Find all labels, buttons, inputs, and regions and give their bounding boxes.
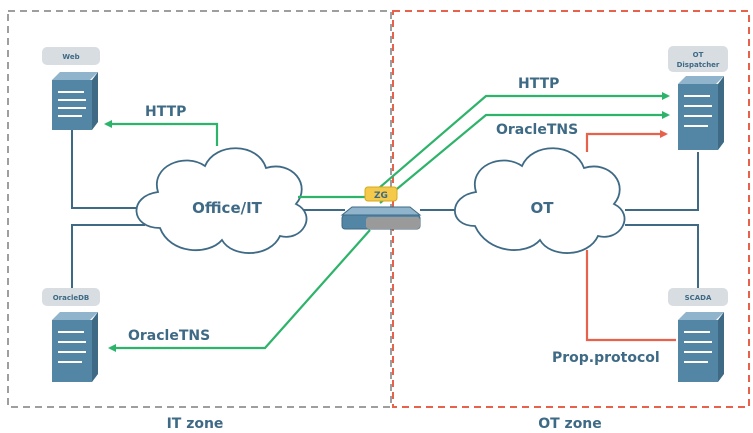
web-server: Web xyxy=(42,47,100,130)
ot-zone-label: OT zone xyxy=(538,416,602,432)
zone-gateway: ZG xyxy=(340,186,422,230)
proprietary-flows xyxy=(585,130,676,342)
ot-zone-border xyxy=(392,10,750,408)
web-server-label: Web xyxy=(62,53,79,61)
scada-server-label: SCADA xyxy=(685,294,712,302)
ot-dispatcher-server: OT Dispatcher xyxy=(668,46,728,150)
oracletns-it-label: OracleTNS xyxy=(128,328,210,344)
oracledb-server: OracleDB xyxy=(42,288,100,382)
http-it-label: HTTP xyxy=(145,104,186,120)
oracledb-server-label: OracleDB xyxy=(53,294,90,302)
allowed-flows xyxy=(104,92,670,352)
ot-dispatcher-label-line1: OT xyxy=(693,51,704,59)
office-it-label: Office/IT xyxy=(192,199,263,217)
prop-protocol-label: Prop.protocol xyxy=(552,350,660,366)
office-it-cloud: Office/IT xyxy=(135,147,308,254)
http-ot-label: HTTP xyxy=(518,76,559,92)
network-links xyxy=(71,130,699,300)
scada-server: SCADA xyxy=(668,288,728,382)
ot-cloud-label: OT xyxy=(531,199,555,217)
zg-label: ZG xyxy=(374,191,388,201)
oracletns-ot-label: OracleTNS xyxy=(496,122,578,138)
ot-cloud: OT xyxy=(453,147,626,254)
it-zone-label: IT zone xyxy=(167,416,224,432)
ot-dispatcher-label-line2: Dispatcher xyxy=(677,61,720,69)
